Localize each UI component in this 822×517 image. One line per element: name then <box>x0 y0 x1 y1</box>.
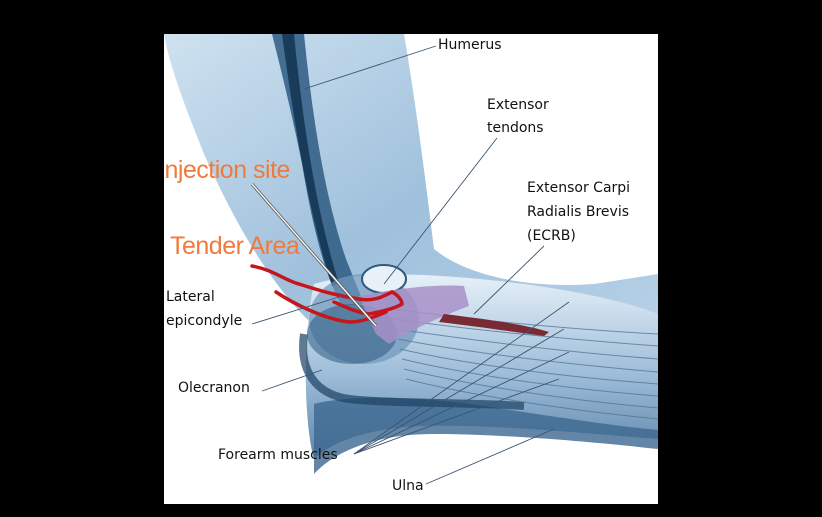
leader-olecranon <box>261 369 323 392</box>
forearm-lower-edge <box>314 397 658 474</box>
leader-ulna <box>425 428 555 485</box>
label-lateral-epicondyle-line2: epicondyle <box>166 313 243 329</box>
leader-forearm-2 <box>353 328 565 455</box>
leader-humerus <box>303 45 437 90</box>
label-ulna: Ulna <box>392 478 424 494</box>
label-tender-area: Tender Area <box>170 232 300 260</box>
olecranon-curve <box>299 333 525 410</box>
label-extensor-tendons-line2: tendons <box>487 120 544 136</box>
diagram-panel: Humerus Extensor tendons Extensor Carpi … <box>164 34 658 504</box>
label-humerus: Humerus <box>438 37 502 53</box>
label-ecrb-line3: (ECRB) <box>527 228 576 244</box>
leader-forearm-4 <box>353 378 560 455</box>
leader-ecrb <box>473 245 545 315</box>
label-forearm-muscles: Forearm muscles <box>218 447 338 463</box>
label-ecrb-line2: Radialis Brevis <box>527 204 630 220</box>
ecrb-muscle <box>439 314 549 336</box>
leader-lateral-epicondyle <box>251 295 343 325</box>
elbow-illustration <box>164 34 658 485</box>
extensor-tendon-purple <box>359 285 469 344</box>
leader-forearm-1 <box>353 301 570 455</box>
tender-area-marker <box>250 264 404 324</box>
leader-forearm-3 <box>353 351 570 455</box>
label-lateral-epicondyle-line1: Lateral <box>166 289 215 305</box>
label-extensor-tendons-line1: Extensor <box>487 97 549 113</box>
label-ecrb-line1: Extensor Carpi <box>527 180 631 196</box>
label-olecranon: Olecranon <box>178 380 250 396</box>
label-injection-site: Injection site <box>164 156 290 184</box>
leader-extensor-tendons <box>383 137 498 285</box>
